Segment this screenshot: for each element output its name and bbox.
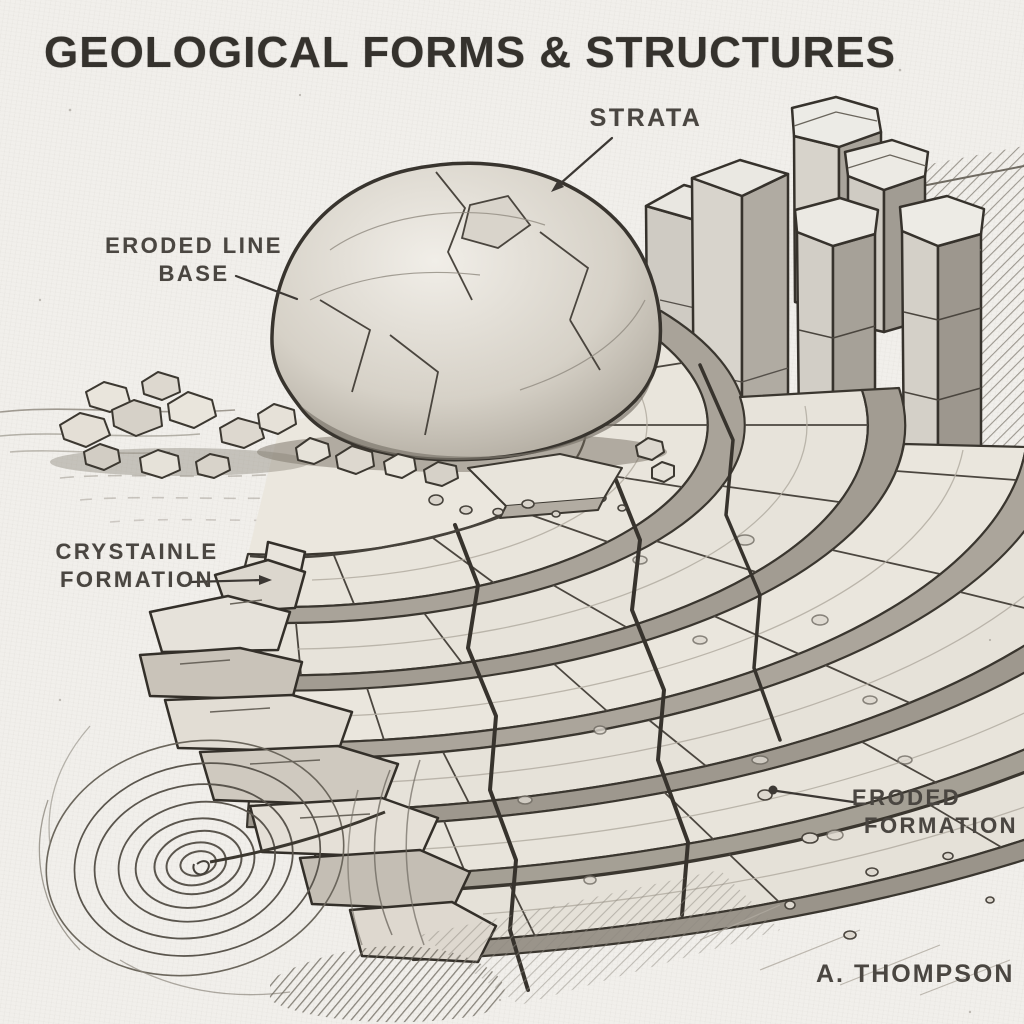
- rubble-pebbles: [428, 494, 561, 518]
- label-eroded-line-base-line1: ERODED LINE: [105, 233, 283, 258]
- crystalline-leader-line: [188, 578, 264, 584]
- eroded-formation-leader: [775, 789, 855, 804]
- rubble-stones: [59, 371, 675, 519]
- label-strata-text: STRATA: [589, 104, 703, 132]
- label-crystalline-formation: CRYSTAINLE FORMATION: [52, 538, 222, 594]
- label-eroded-formation: ERODED FORMATION: [852, 784, 1019, 840]
- label-crystalline-line1: CRYSTAINLE: [55, 539, 219, 564]
- boulder-and-rubble: [50, 161, 675, 519]
- label-strata: STRATA: [566, 104, 726, 132]
- strata-arrowhead: [551, 180, 564, 192]
- bottom-right-pebbles: [757, 789, 995, 940]
- strata-grain-lines: [297, 358, 1024, 915]
- boulder-form-hatching: [309, 212, 646, 391]
- label-eroded-line-base: ERODED LINE BASE: [104, 232, 284, 288]
- spiral-arm-line: [209, 810, 386, 864]
- strata-leader-line: [559, 136, 614, 185]
- spiral-formation: [38, 725, 425, 996]
- crystalline-formation-blocks: [138, 540, 498, 964]
- crystalline-arrowhead: [259, 575, 272, 585]
- eroded-formation-dot: [768, 785, 778, 795]
- artist-signature: A. THOMPSON: [816, 960, 1015, 988]
- eroded-line-base-leader: [234, 274, 299, 301]
- boulder-cracks: [319, 171, 601, 436]
- label-eroded-formation-line1: ERODED: [852, 785, 962, 810]
- label-eroded-line-base-line2: BASE: [158, 261, 230, 286]
- paper-specks: [38, 58, 992, 1014]
- page-title: GEOLOGICAL FORMS & STRUCTURES: [44, 28, 896, 77]
- label-crystalline-line2: FORMATION: [59, 567, 215, 592]
- label-eroded-formation-line2: FORMATION: [864, 813, 1019, 838]
- boulder-outline: [270, 161, 663, 462]
- bottom-ground: [270, 789, 1011, 1023]
- annotation-leaders: [188, 136, 855, 804]
